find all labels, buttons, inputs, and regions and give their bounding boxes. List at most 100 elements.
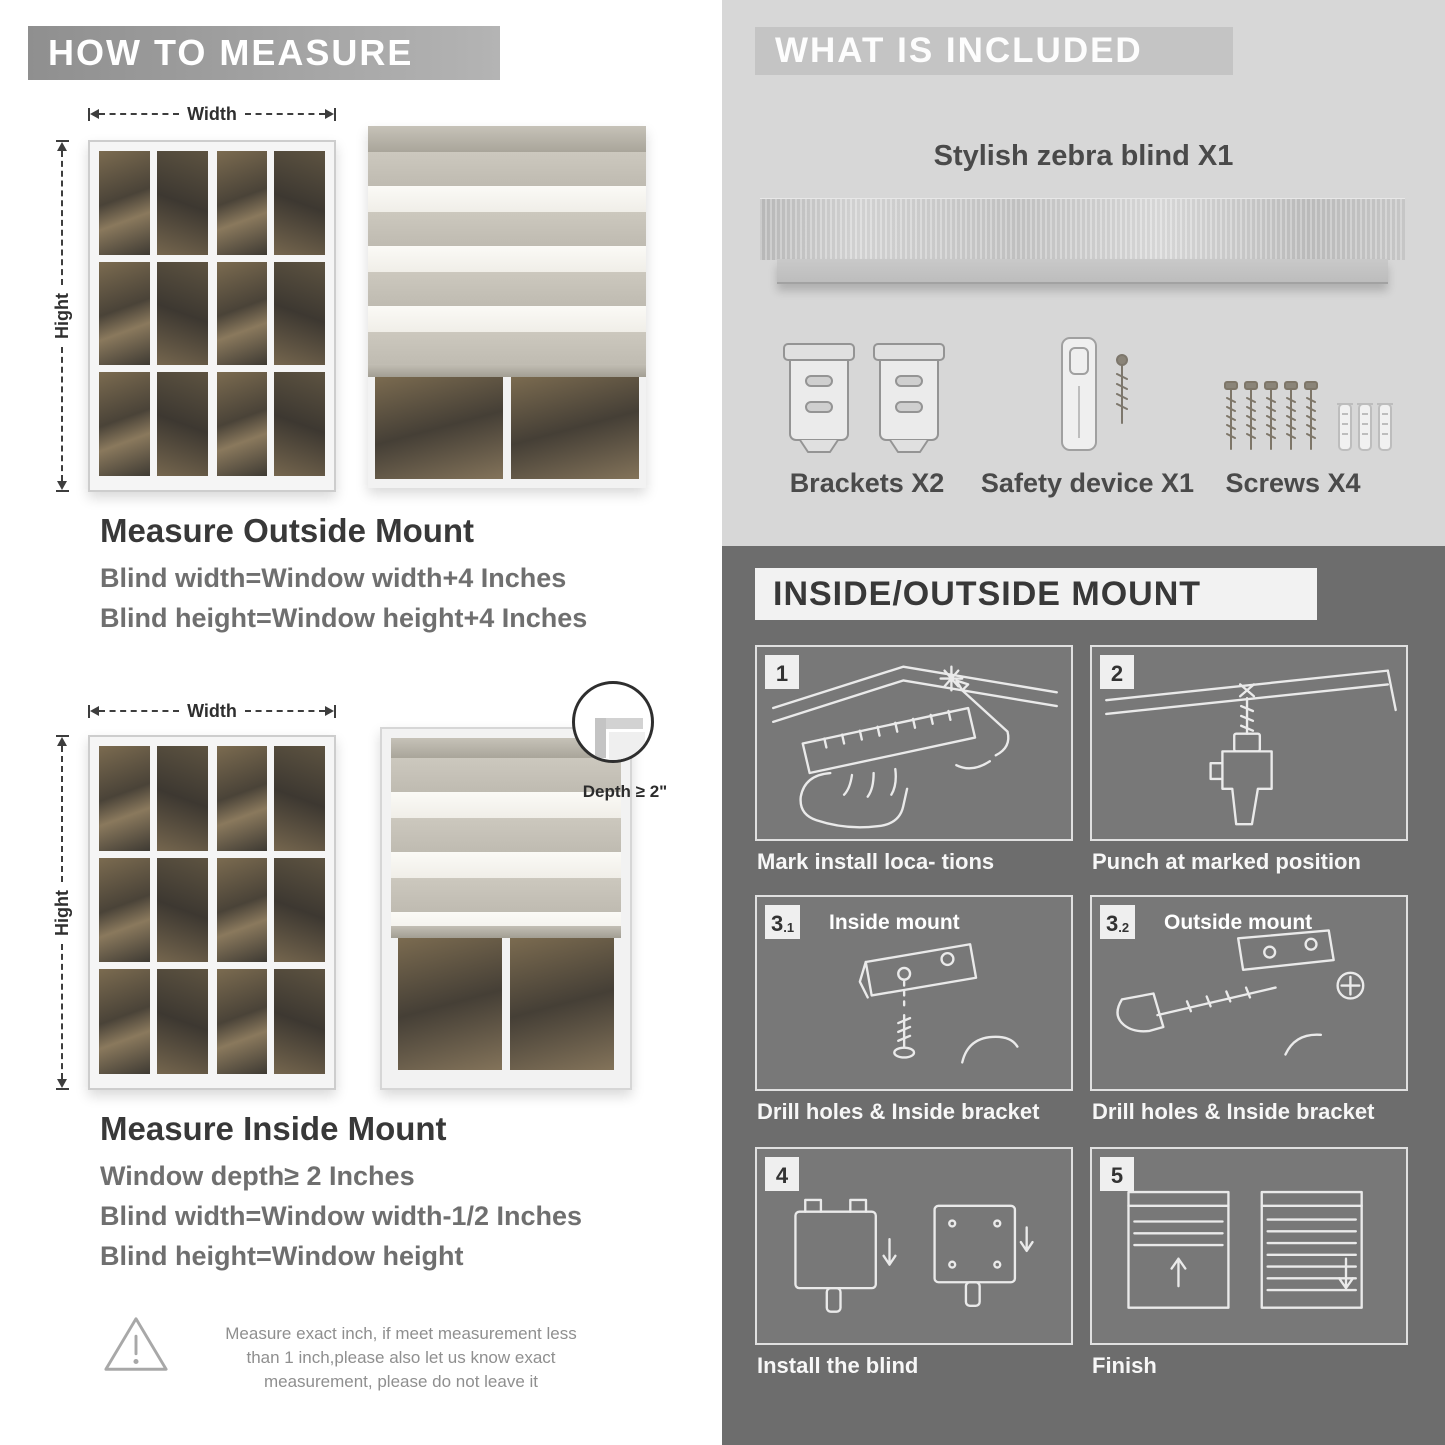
step-number-badge: 5: [1100, 1157, 1134, 1191]
window-behind-blind: [391, 938, 621, 1079]
safety-device-label: Safety device X1: [980, 468, 1195, 498]
mount-header: INSIDE/OUTSIDE MOUNT: [755, 568, 1317, 620]
arrowhead-right-icon: [325, 109, 335, 119]
step-number-sub: .2: [1118, 920, 1130, 935]
frame-corner-detail: [595, 718, 606, 758]
inside-formula-width: Blind width=Window width-1/2 Inches: [100, 1201, 583, 1231]
how-to-measure-header: HOW TO MEASURE: [28, 26, 500, 80]
step-caption-3-2: Drill holes & Inside bracket: [1092, 1099, 1375, 1124]
brackets-icon: [783, 343, 945, 453]
product-label: Stylish zebra blind X1: [933, 140, 1234, 172]
step-number: 4: [775, 1163, 789, 1188]
window-pane: [274, 969, 325, 1074]
blind-headrail-lip: [777, 259, 1388, 284]
height-label: Hight: [51, 293, 72, 339]
step-number: 3: [771, 911, 784, 936]
screws-label: Screws X4: [1225, 468, 1361, 498]
step-caption-2: Punch at marked position: [1092, 849, 1361, 874]
window-pane: [216, 746, 268, 851]
blind-headrail-image: [760, 198, 1405, 284]
warning-line: measurement, please do not leave it: [263, 1372, 539, 1391]
height-measure-arrow-outside: Hight: [51, 140, 72, 493]
window-sash: [216, 746, 325, 1074]
warning-line: than 1 inch,please also let us know exac…: [246, 1348, 556, 1367]
width-label: Width: [187, 103, 237, 124]
window-pane: [156, 151, 208, 255]
step-number: 1: [775, 661, 789, 686]
outside-formula-width: Blind width=Window width+4 Inches: [100, 563, 567, 593]
screws-icon: [1224, 381, 1393, 451]
mark-location-art: [772, 665, 1058, 829]
window-pane: [99, 372, 150, 476]
brackets-label: Brackets X2: [789, 468, 945, 498]
height-label: Hight: [51, 889, 72, 936]
window-sash: [99, 151, 208, 476]
blind-bottom-rail: [391, 926, 621, 938]
blind-shade-stripes: [391, 758, 621, 926]
step-number-badge: 4: [765, 1157, 799, 1191]
step-number: 5: [1110, 1163, 1124, 1188]
what-is-included-header: WHAT IS INCLUDED: [755, 27, 1233, 75]
window-pane: [274, 261, 325, 366]
step-caption-3-1: Drill holes & Inside bracket: [757, 1099, 1040, 1124]
step-number: 2: [1110, 661, 1124, 686]
arrowhead-down-icon: [57, 1079, 67, 1089]
window-glass: [510, 938, 614, 1070]
window-pane: [156, 969, 208, 1074]
arrowhead-up-icon: [57, 737, 67, 746]
window-pane: [156, 372, 208, 476]
window-pane: [99, 857, 150, 963]
depth-callout-circle: [572, 681, 654, 763]
window-pane: [99, 261, 150, 366]
safety-device-icon: [1061, 337, 1128, 451]
depth-callout-label: Depth ≥ 2": [582, 782, 668, 801]
step-caption-4: Install the blind: [757, 1353, 919, 1378]
outside-mount-title: Measure Outside Mount: [100, 512, 475, 549]
inside-bracket-art: [858, 943, 1019, 1064]
window-pane: [274, 372, 325, 476]
zebra-blind-inside-figure: [391, 738, 621, 1079]
step-panel-5: 5: [1090, 1147, 1408, 1345]
step-caption-1: Mark install loca- tions: [757, 849, 995, 874]
window-pane: [99, 746, 150, 851]
width-measure-arrow-outside: Width: [88, 103, 337, 124]
arrowhead-left-icon: [90, 706, 99, 716]
step-panel-2: 2: [1090, 645, 1408, 841]
install-blind-art: [794, 1198, 1034, 1313]
warning-triangle-icon: [104, 1317, 168, 1371]
arrowhead-down-icon: [57, 481, 67, 491]
step-number-sub: .1: [783, 920, 795, 935]
step-panel-3-2: 3.2 Outside mount: [1090, 895, 1408, 1091]
step-inner-label: Outside mount: [1164, 911, 1313, 934]
window-pane: [216, 151, 268, 255]
outside-formula-height: Blind height=Window height+4 Inches: [100, 603, 588, 633]
step-number-badge: 3.2: [1100, 905, 1136, 939]
window-glass: [375, 377, 503, 479]
blind-shade-stripes: [368, 152, 646, 364]
measurement-warning-text: Measure exact inch, if meet measurement …: [172, 1322, 630, 1394]
outside-bracket-art: [1116, 929, 1365, 1056]
step-number-badge: 1: [765, 655, 799, 689]
blind-bottom-rail: [368, 364, 646, 377]
step-inner-label: Inside mount: [829, 911, 960, 934]
drill-art: [1105, 669, 1397, 826]
window-pane: [156, 261, 208, 366]
window-photo-inside: [88, 735, 336, 1090]
inside-mount-title: Measure Inside Mount: [100, 1110, 447, 1147]
step-number-badge: 3.1: [765, 905, 801, 939]
blind-cassette: [368, 126, 646, 152]
zebra-blind-outside-figure: [368, 126, 646, 488]
window-sash: [216, 151, 325, 476]
arrowhead-up-icon: [57, 142, 67, 151]
width-label: Width: [187, 700, 237, 721]
what-is-included-section: WHAT IS INCLUDED Stylish zebra blind X1: [722, 0, 1445, 546]
window-photo-outside: [88, 140, 336, 492]
window-behind-blind: [368, 377, 646, 488]
window-pane: [216, 261, 268, 366]
frame-corner-detail: [595, 718, 643, 729]
width-measure-arrow-inside: Width: [88, 700, 337, 721]
blind-cassette: [391, 738, 621, 758]
window-pane: [156, 746, 208, 851]
window-pane: [274, 746, 325, 851]
